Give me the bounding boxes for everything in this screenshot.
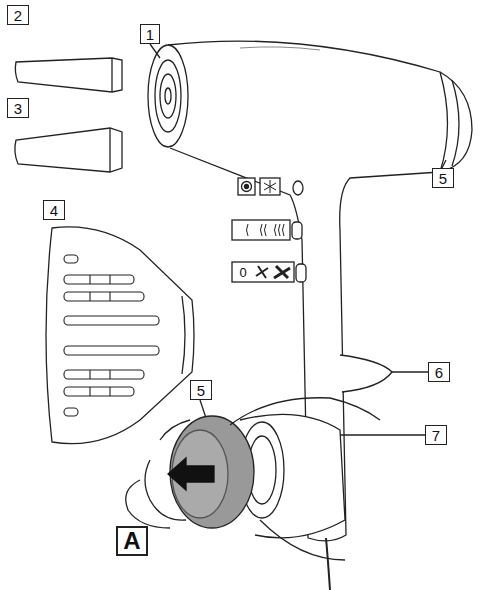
callout-number: 2 xyxy=(7,5,29,25)
callout-number: 3 xyxy=(7,98,29,118)
callout-number: A xyxy=(116,526,148,556)
callout-number: 5 xyxy=(432,168,454,188)
callout-number: 6 xyxy=(428,362,450,382)
callout-number: 4 xyxy=(43,200,65,220)
callout-number: 7 xyxy=(425,425,447,445)
switch-label: 0 xyxy=(236,264,250,280)
callout-number: 1 xyxy=(140,24,160,44)
callout-number: 5 xyxy=(190,380,212,400)
